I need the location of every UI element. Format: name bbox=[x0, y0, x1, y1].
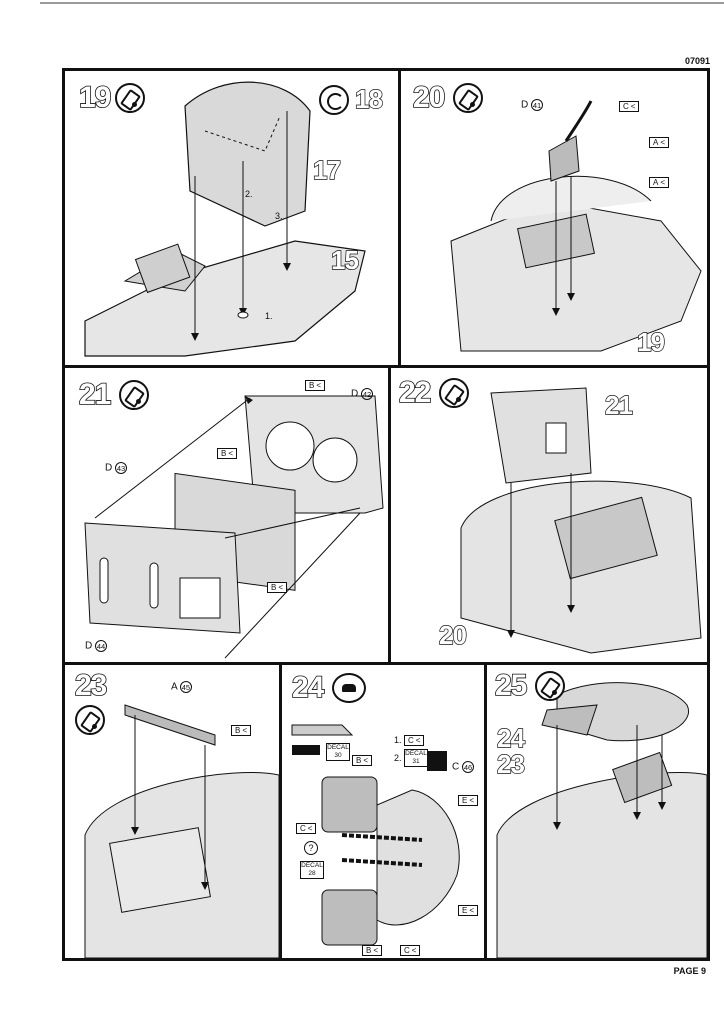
step-number: 25 bbox=[494, 669, 528, 702]
part-number: 24 bbox=[496, 723, 525, 753]
step-19-illustration bbox=[84, 81, 366, 357]
sprue-tag: B bbox=[217, 448, 238, 459]
sequence-label: 1. bbox=[265, 311, 273, 321]
sprue-tag: C bbox=[296, 823, 317, 834]
sequence-label: 3. bbox=[275, 211, 283, 221]
part-label: D 44 bbox=[85, 640, 108, 653]
rotate-icon bbox=[319, 85, 349, 115]
step-24-illustration bbox=[291, 724, 460, 946]
reference-step-number: 18 bbox=[354, 84, 383, 114]
page-number: PAGE 9 bbox=[673, 966, 706, 976]
glue-icon bbox=[115, 83, 145, 113]
decal-icon bbox=[332, 673, 366, 703]
part-letter: D bbox=[105, 462, 113, 474]
sprue-tag: C bbox=[619, 101, 640, 112]
glue-icon bbox=[439, 378, 469, 408]
sequence-label: 1. bbox=[394, 735, 402, 745]
sequence-label: 2. bbox=[394, 753, 402, 763]
step-25-panel: 25 24 23 bbox=[487, 665, 707, 958]
divider bbox=[65, 662, 707, 665]
part-id: 46 bbox=[462, 761, 475, 773]
glue-icon bbox=[535, 671, 565, 701]
divider bbox=[65, 365, 707, 368]
step-22-illustration bbox=[460, 387, 702, 654]
step-20-panel: 20 D 41 C A A 19 bbox=[401, 71, 707, 365]
decal-number: 28 bbox=[308, 870, 316, 877]
part-id: 44 bbox=[95, 640, 108, 652]
divider bbox=[398, 71, 401, 365]
top-rule bbox=[40, 2, 724, 4]
decal-label: DECAL 30 bbox=[326, 743, 350, 761]
glue-icon bbox=[75, 705, 105, 735]
part-number: 20 bbox=[438, 620, 467, 650]
part-number: 15 bbox=[330, 245, 359, 275]
sprue-tag: B bbox=[305, 380, 326, 391]
sprue-tag: B bbox=[267, 582, 288, 593]
step-21-panel: 21 B D 42 B D 43 B D 44 bbox=[65, 368, 388, 662]
step-24-panel: 24 DECAL 30 1. C 2. DECAL 31 B C 46 E C … bbox=[282, 665, 484, 958]
part-number: 21 bbox=[604, 390, 633, 420]
step-22-panel: 22 21 20 bbox=[391, 368, 707, 662]
part-label: D 41 bbox=[521, 99, 544, 112]
step-number: 19 bbox=[78, 81, 112, 114]
part-number: 23 bbox=[496, 749, 525, 779]
sprue-tag: B bbox=[231, 725, 252, 736]
part-letter: C bbox=[452, 761, 460, 773]
document-code: 07091 bbox=[684, 56, 710, 66]
part-id: 45 bbox=[179, 681, 192, 693]
step-number: 24 bbox=[291, 671, 325, 704]
part-letter: D bbox=[521, 99, 529, 111]
part-id: 42 bbox=[361, 388, 374, 400]
decal-word: DECAL bbox=[301, 862, 323, 869]
step-21-illustration bbox=[84, 395, 384, 659]
part-label: D 42 bbox=[351, 388, 374, 401]
part-label: C 46 bbox=[452, 761, 475, 774]
sequence-label: 2. bbox=[245, 189, 253, 199]
part-label: D 43 bbox=[105, 462, 128, 475]
decal-word: DECAL bbox=[405, 750, 427, 757]
divider bbox=[484, 665, 487, 958]
step-23-panel: 23 A 45 B bbox=[65, 665, 279, 958]
step-25-illustration bbox=[496, 682, 707, 958]
sprue-tag: C bbox=[404, 735, 425, 746]
step-number: 20 bbox=[412, 81, 446, 114]
part-number: 17 bbox=[312, 155, 341, 185]
step-number: 21 bbox=[78, 378, 112, 411]
part-number: 19 bbox=[636, 327, 665, 357]
glue-icon bbox=[119, 380, 149, 410]
decal-number: 30 bbox=[334, 752, 342, 759]
decal-word: DECAL bbox=[327, 744, 349, 751]
step-20-illustration bbox=[450, 100, 702, 352]
step-19-panel: 19 18 17 15 1. 2. 3. bbox=[65, 71, 398, 365]
divider bbox=[388, 368, 391, 662]
decal-label: DECAL 31 bbox=[404, 749, 428, 767]
step-23-illustration bbox=[84, 704, 279, 958]
instruction-frame: 19 18 17 15 1. 2. 3. 20 D 41 C A A 1 bbox=[62, 68, 710, 961]
sprue-tag: C bbox=[400, 945, 421, 956]
sprue-tag: B bbox=[352, 755, 373, 766]
sprue-tag: A bbox=[649, 137, 670, 148]
sprue-tag: B bbox=[362, 945, 383, 956]
part-id: 43 bbox=[115, 462, 128, 474]
decal-label: DECAL 28 bbox=[300, 861, 324, 879]
part-letter: D bbox=[85, 640, 93, 652]
step-number: 22 bbox=[398, 376, 432, 409]
glue-icon bbox=[453, 83, 483, 113]
decal-number: 31 bbox=[412, 758, 420, 765]
divider bbox=[279, 665, 282, 958]
sprue-tag: A bbox=[649, 177, 670, 188]
question-mark: ? bbox=[304, 841, 318, 855]
step-number: 23 bbox=[74, 669, 108, 702]
sprue-tag: E bbox=[458, 795, 479, 806]
sprue-tag: E bbox=[458, 905, 479, 916]
part-letter: A bbox=[171, 681, 178, 693]
part-id: 41 bbox=[531, 99, 544, 111]
part-label: A 45 bbox=[171, 681, 192, 694]
part-letter: D bbox=[351, 388, 359, 400]
